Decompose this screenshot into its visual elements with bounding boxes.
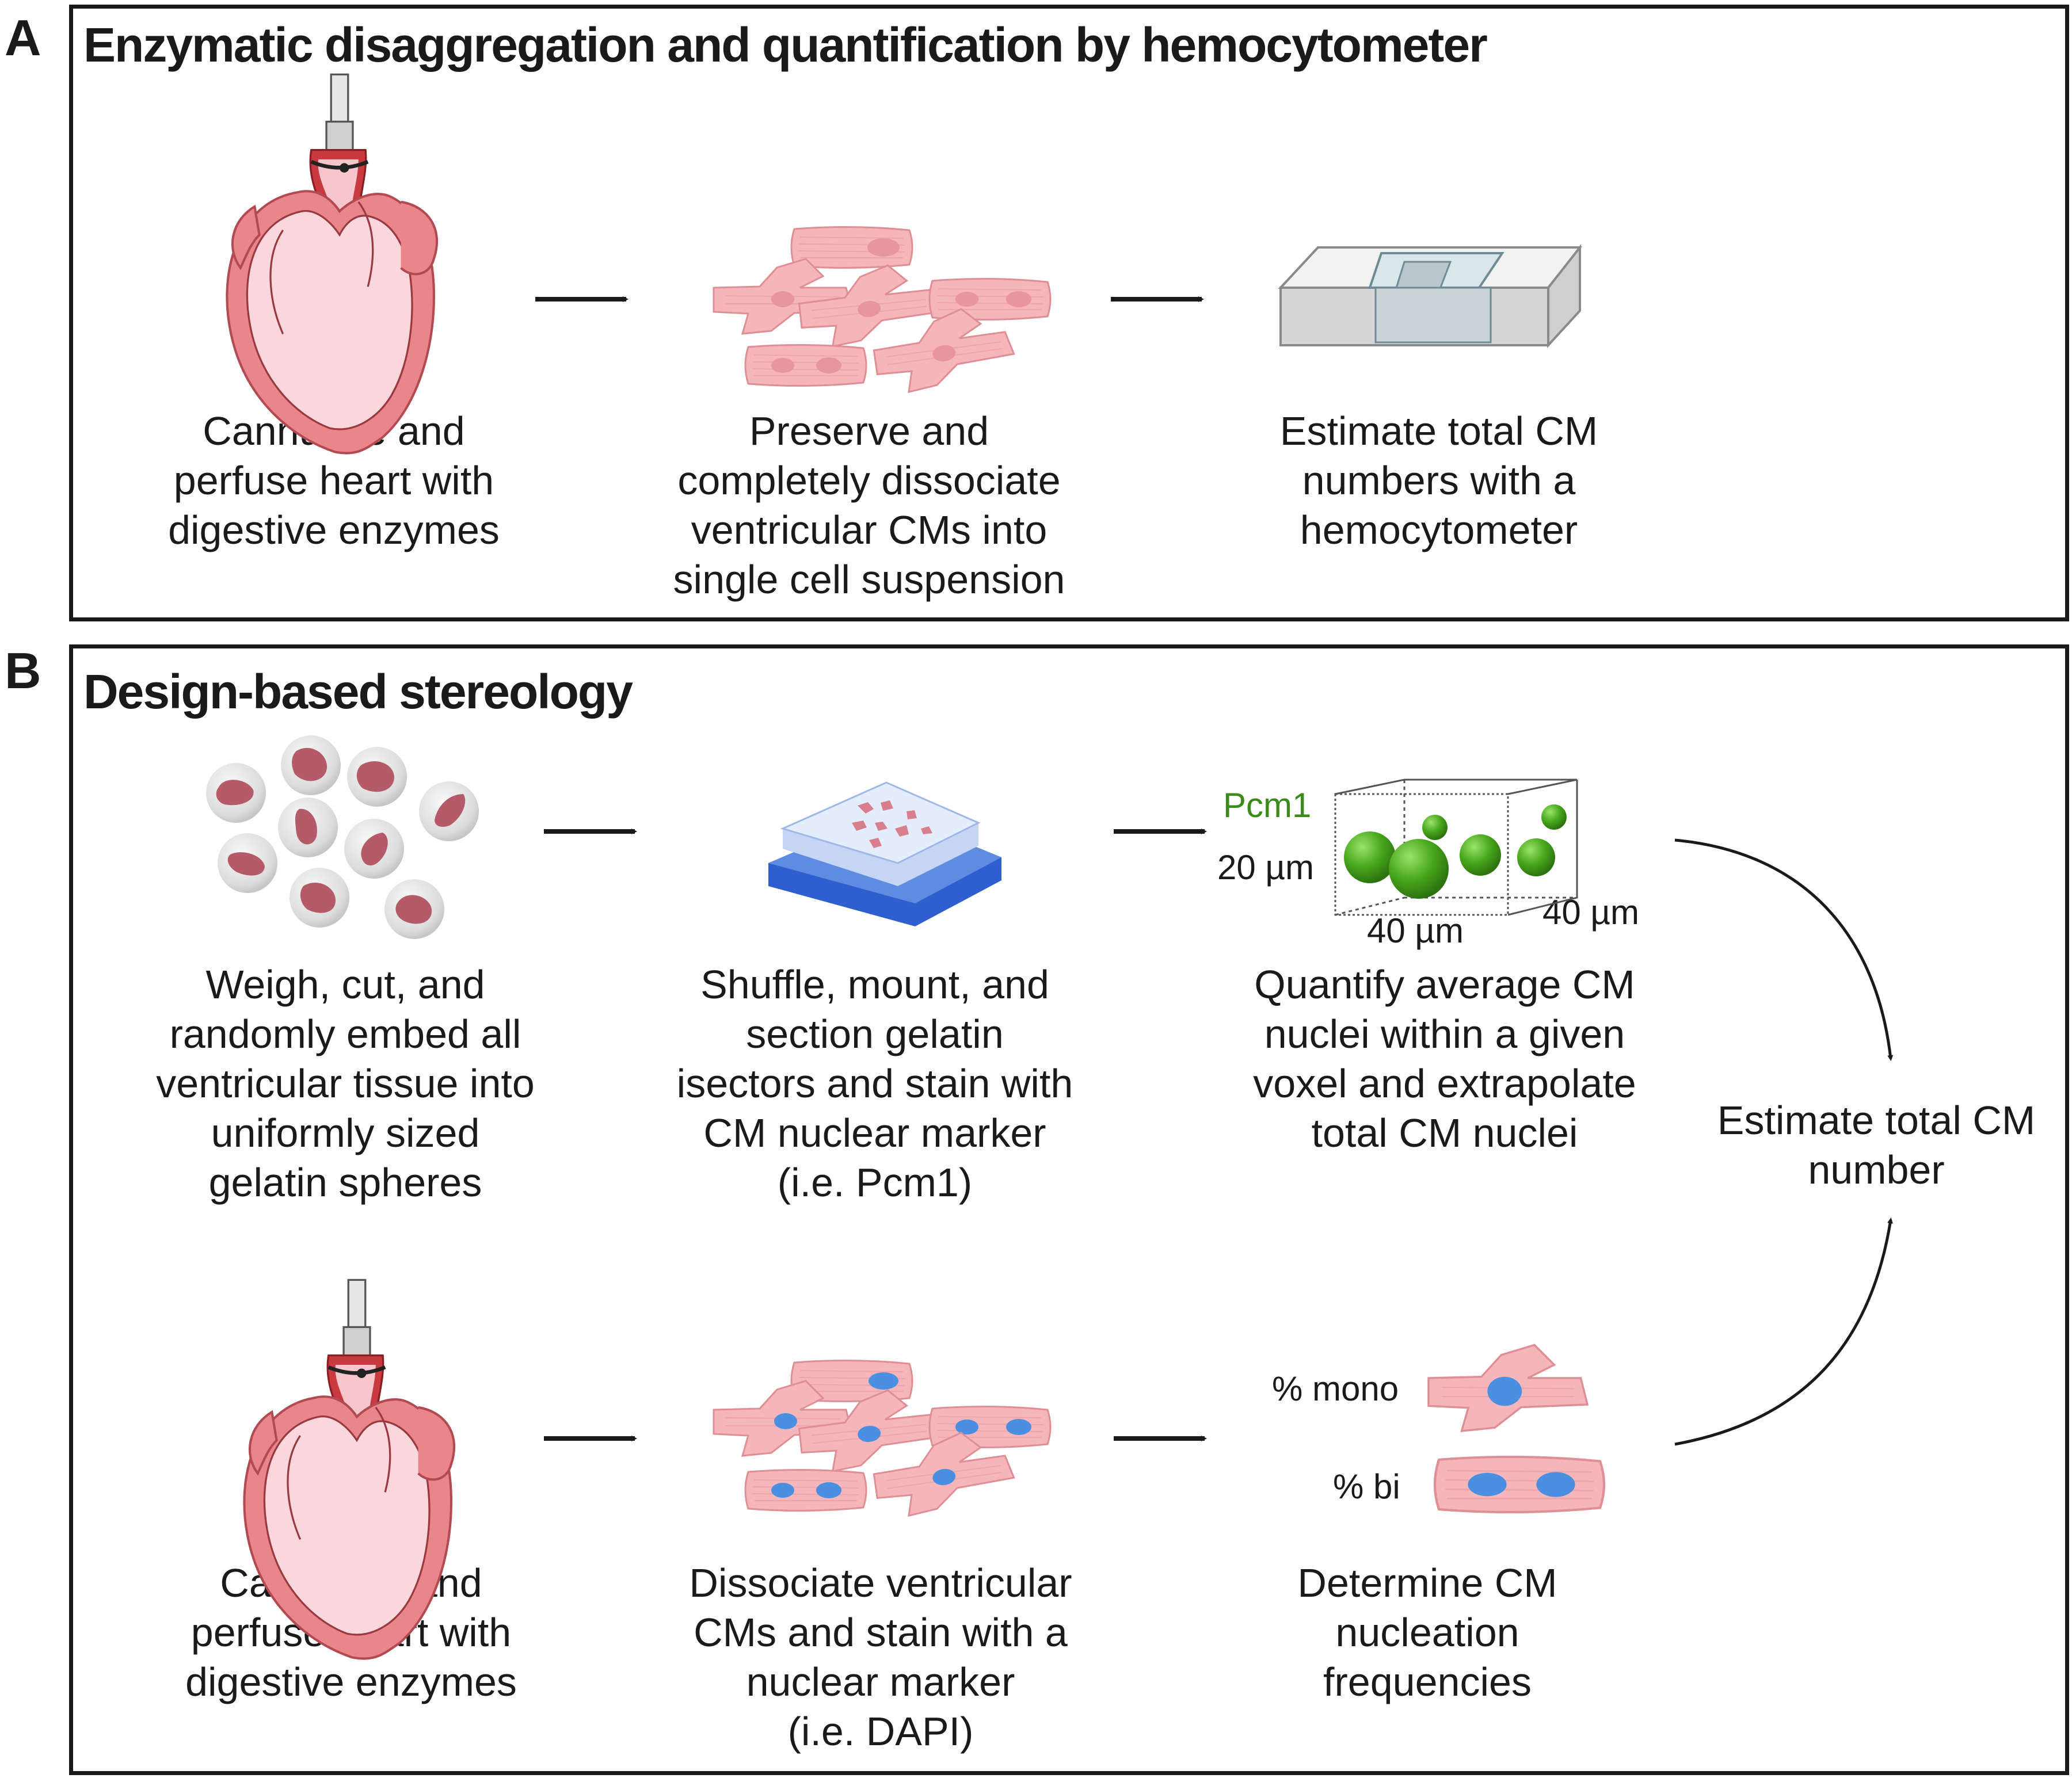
panel-a-letter: A [5, 9, 41, 66]
pcm1-nuclei [1344, 804, 1567, 899]
voxel-box-illustration [1334, 779, 1578, 916]
mono-nucleated-cell [1427, 1344, 1589, 1432]
bi-nucleated-cell [1435, 1457, 1604, 1512]
panel-b-letter: B [5, 642, 41, 699]
panel-b-title: Design-based stereology [83, 665, 633, 719]
panel-b [69, 644, 2069, 1775]
step-b2-caption: Shuffle, mount, and section gelatin isec… [676, 962, 1073, 1205]
curved-arrow-down [1674, 838, 1894, 1061]
final-step-caption: Estimate total CM number [1717, 1098, 2036, 1192]
gelatin-spheres-illustration [206, 735, 479, 939]
bi-label: % bi [1333, 1467, 1400, 1506]
curved-arrow-up [1674, 1218, 1893, 1446]
voxel-width-label: 40 µm [1367, 911, 1464, 950]
hemocytometer-illustration [1278, 244, 1583, 349]
step-b6-caption: Determine CM nucleation frequencies [1297, 1560, 1557, 1704]
voxel-height-label: 20 µm [1217, 848, 1314, 887]
step-b3-caption: Quantify average CM nuclei within a give… [1253, 962, 1636, 1155]
section-slide-illustration [768, 781, 1001, 926]
pcm1-label: Pcm1 [1223, 786, 1312, 825]
mono-label: % mono [1272, 1369, 1399, 1408]
step-b5-caption: Dissociate ventricular CMs and stain wit… [689, 1560, 1072, 1754]
heart-illustration-b [244, 1280, 454, 1658]
cells-group-b-dapi [713, 1359, 1052, 1521]
panel-a-title: Enzymatic disaggregation and quantificat… [83, 18, 1488, 72]
panel-a [69, 5, 2069, 621]
step-a2-caption: Preserve and completely dissociate ventr… [673, 409, 1065, 602]
step-b1-caption: Weigh, cut, and randomly embed all ventr… [156, 962, 535, 1205]
heart-illustration-a [227, 74, 437, 453]
cells-group-a [713, 226, 1052, 397]
step-a3-caption: Estimate total CM numbers with a hemocyt… [1279, 409, 1598, 552]
voxel-depth-label: 40 µm [1542, 893, 1639, 932]
